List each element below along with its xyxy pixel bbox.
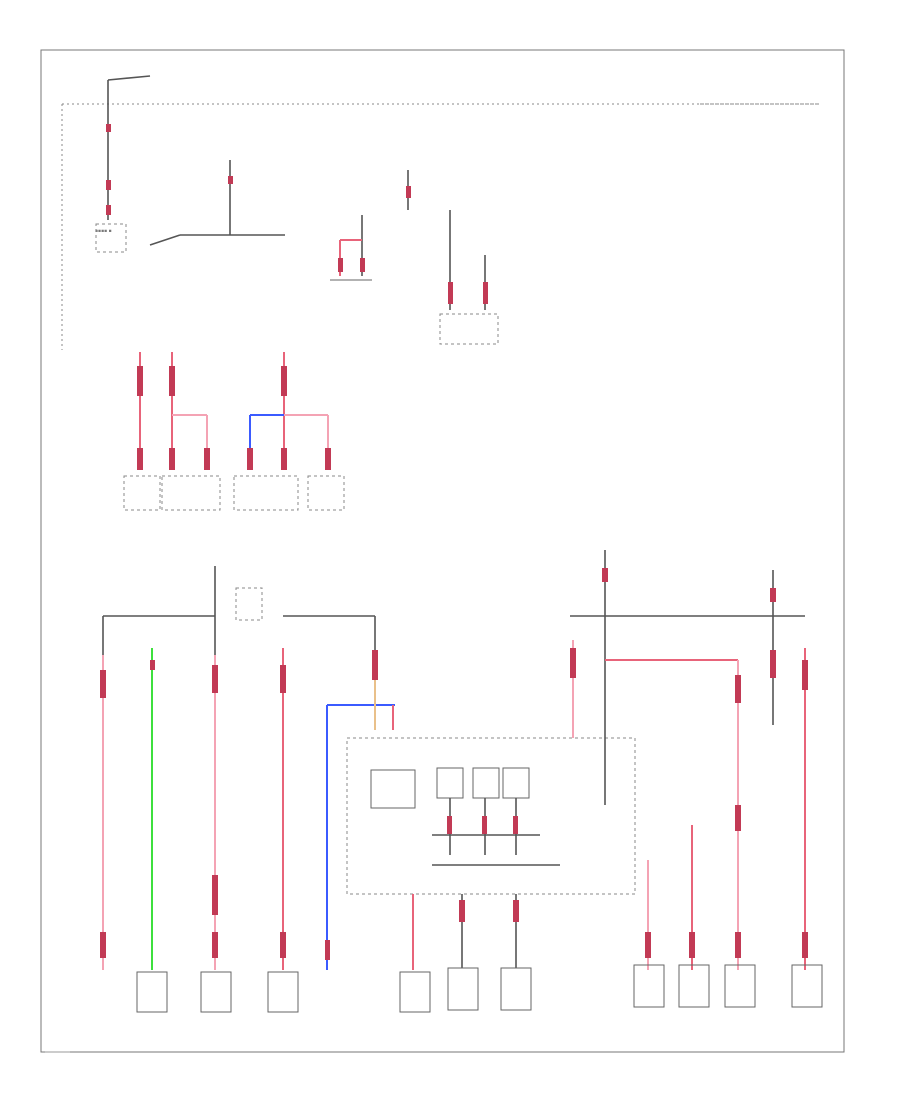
fuse-group bbox=[123, 352, 345, 511]
top-power-section: ▪▪▪▪ ▪ bbox=[61, 75, 820, 350]
center-module bbox=[346, 650, 636, 1013]
svg-text:▪▪▪▪ ▪: ▪▪▪▪ ▪ bbox=[95, 229, 112, 234]
lower-left-circuits bbox=[100, 566, 395, 1013]
right-circuits bbox=[570, 550, 823, 1008]
diagram-frame bbox=[40, 49, 845, 1053]
